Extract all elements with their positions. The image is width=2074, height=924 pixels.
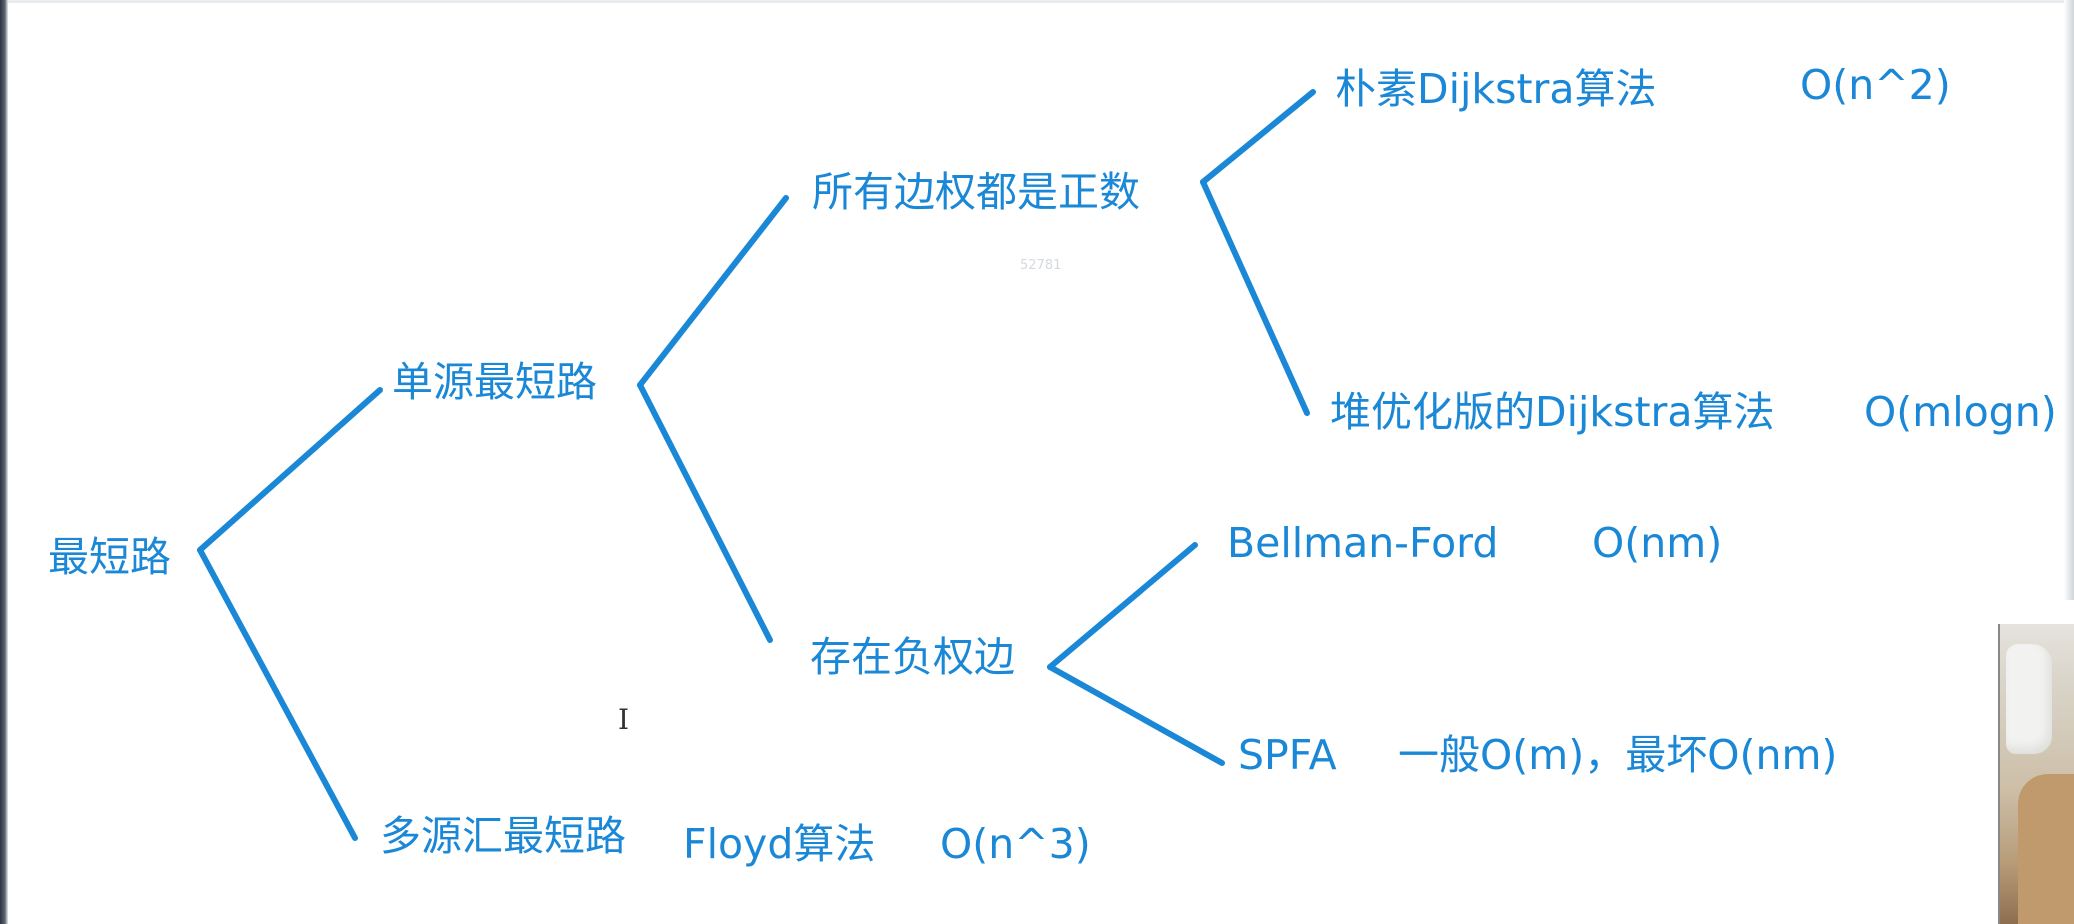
- node-root: 最短路: [48, 533, 171, 581]
- right-window-edge: [2064, 0, 2074, 600]
- node-multi-source: 多源汇最短路: [380, 812, 626, 860]
- webcam-thumbnail: [1998, 624, 2074, 924]
- left-window-edge: [0, 0, 8, 924]
- node-spfa-complexity: 一般O(m)，最坏O(nm): [1398, 731, 1838, 779]
- edge-single-negative: [637, 382, 773, 643]
- edge-negative-bellman: [1047, 542, 1198, 670]
- edge-positive-heap: [1200, 179, 1310, 416]
- node-floyd: Floyd算法: [683, 820, 876, 868]
- node-bellman-ford-complexity: O(nm): [1592, 519, 1723, 567]
- node-naive-dijkstra-complexity: O(n^2): [1800, 61, 1951, 109]
- webcam-person: [2018, 774, 2074, 924]
- edge-root-single: [197, 387, 383, 553]
- webcam-towel: [2006, 644, 2052, 754]
- text-cursor-icon: I: [618, 703, 630, 736]
- node-heap-dijkstra-complexity: O(mlogn): [1864, 388, 2057, 436]
- edge-negative-spfa: [1047, 664, 1225, 766]
- edge-positive-naive: [1200, 89, 1316, 185]
- node-bellman-ford: Bellman-Ford: [1227, 519, 1499, 567]
- node-has-negative: 存在负权边: [810, 633, 1015, 681]
- node-heap-dijkstra: 堆优化版的Dijkstra算法: [1330, 388, 1775, 436]
- node-floyd-complexity: O(n^3): [940, 820, 1091, 868]
- node-naive-dijkstra: 朴素Dijkstra算法: [1335, 65, 1657, 113]
- node-single-source: 单源最短路: [392, 358, 597, 406]
- edge-root-multi: [197, 547, 358, 841]
- node-spfa: SPFA: [1238, 731, 1337, 779]
- edge-single-positive: [637, 195, 789, 388]
- watermark-text: 52781: [1020, 258, 1062, 273]
- top-edge: [0, 0, 2074, 3]
- node-all-positive: 所有边权都是正数: [812, 168, 1140, 216]
